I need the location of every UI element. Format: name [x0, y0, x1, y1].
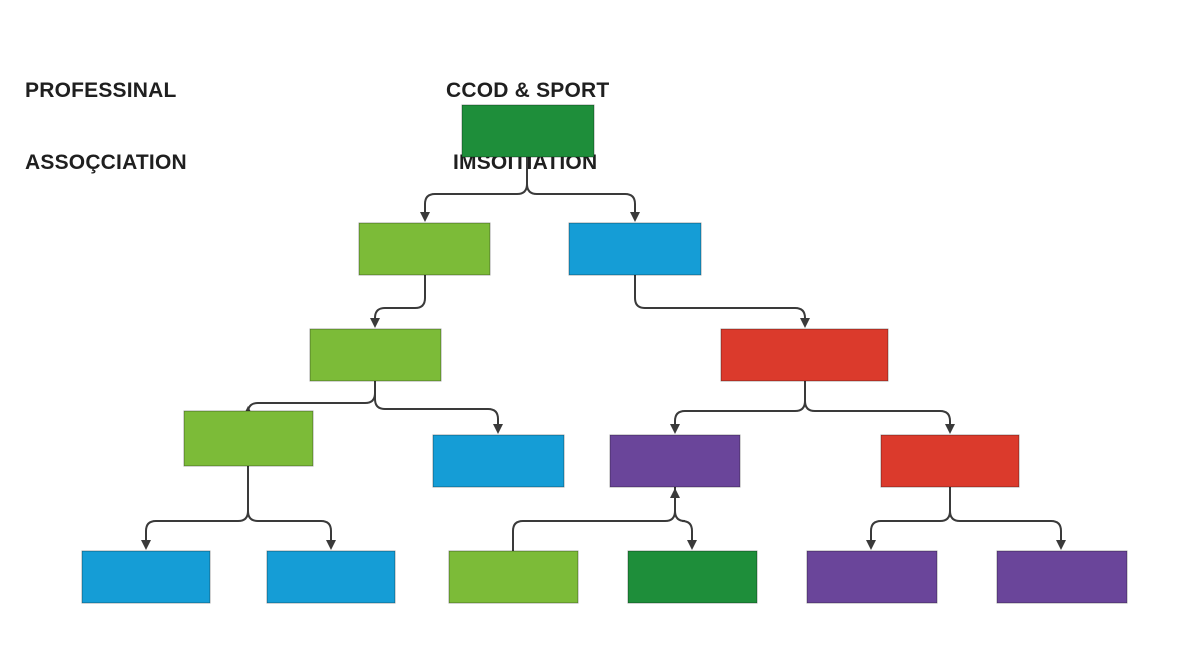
connector-l3-d-to-l4-f	[949, 487, 1066, 550]
node-box[interactable]	[806, 550, 938, 604]
node-l4-b[interactable]	[266, 550, 396, 604]
connector-l2-right-to-l3-d	[804, 381, 955, 434]
connector-l1-left-to-l2-left	[370, 275, 426, 328]
connector-arrow	[949, 487, 1066, 550]
node-box[interactable]	[81, 550, 211, 604]
connector-arrow	[512, 488, 680, 551]
node-root[interactable]	[461, 104, 595, 158]
connector-arrow	[141, 466, 249, 550]
node-box[interactable]	[309, 328, 442, 382]
node-l4-e[interactable]	[806, 550, 938, 604]
node-box[interactable]	[448, 550, 579, 604]
connector-l3-a-to-l4-a	[141, 466, 249, 550]
node-box[interactable]	[720, 328, 889, 382]
connector-arrow	[370, 275, 426, 328]
connector-l3-d-to-l4-e	[866, 487, 951, 550]
connector-l4-c-to-l3-c	[512, 488, 680, 551]
node-l1-right[interactable]	[568, 222, 702, 276]
connector-root-to-l1-left	[420, 157, 528, 222]
node-l4-d[interactable]	[627, 550, 758, 604]
node-box[interactable]	[627, 550, 758, 604]
center-heading-line1: CCOD & SPORT	[446, 79, 610, 102]
connector-l1-right-to-l2-right	[634, 275, 810, 328]
connector-arrow	[420, 157, 528, 222]
node-l2-left[interactable]	[309, 328, 442, 382]
node-l4-a[interactable]	[81, 550, 211, 604]
left-heading-line2: ASSOÇCIATION	[25, 151, 187, 174]
node-box[interactable]	[358, 222, 491, 276]
node-l4-c[interactable]	[448, 550, 579, 604]
node-l1-left[interactable]	[358, 222, 491, 276]
connector-arrow	[374, 381, 503, 434]
node-box[interactable]	[432, 434, 565, 488]
connector-arrow	[866, 487, 951, 550]
connector-arrow	[634, 275, 810, 328]
connector-root-to-l1-right	[526, 157, 640, 222]
connector-arrow	[247, 466, 336, 550]
node-box[interactable]	[183, 410, 314, 467]
connector-l2-left-to-l3-a	[243, 381, 376, 416]
node-l4-f[interactable]	[996, 550, 1128, 604]
node-box[interactable]	[609, 434, 741, 488]
connector-arrow	[243, 381, 376, 416]
node-l3-d[interactable]	[880, 434, 1020, 488]
node-l3-c[interactable]	[609, 434, 741, 488]
connector-arrow	[526, 157, 640, 222]
node-box[interactable]	[880, 434, 1020, 488]
left-heading: PROFESSINAL ASSOÇCIATION	[25, 31, 187, 223]
connector-arrow	[674, 487, 697, 550]
node-box[interactable]	[266, 550, 396, 604]
connector-l3-a-to-l4-b	[247, 466, 336, 550]
connector-l2-right-to-l3-c	[670, 381, 806, 434]
connector-layer	[141, 157, 1066, 551]
left-heading-line1: PROFESSINAL	[25, 79, 177, 102]
connector-l2-left-to-l3-b	[374, 381, 503, 434]
connector-l3-c-to-l4-d	[674, 487, 697, 550]
node-l3-b[interactable]	[432, 434, 565, 488]
node-box[interactable]	[996, 550, 1128, 604]
node-box[interactable]	[568, 222, 702, 276]
node-l3-a[interactable]	[183, 410, 314, 467]
connector-arrow	[804, 381, 955, 434]
connector-arrow	[670, 381, 806, 434]
node-l2-right[interactable]	[720, 328, 889, 382]
node-box[interactable]	[461, 104, 595, 158]
node-layer	[81, 104, 1128, 604]
